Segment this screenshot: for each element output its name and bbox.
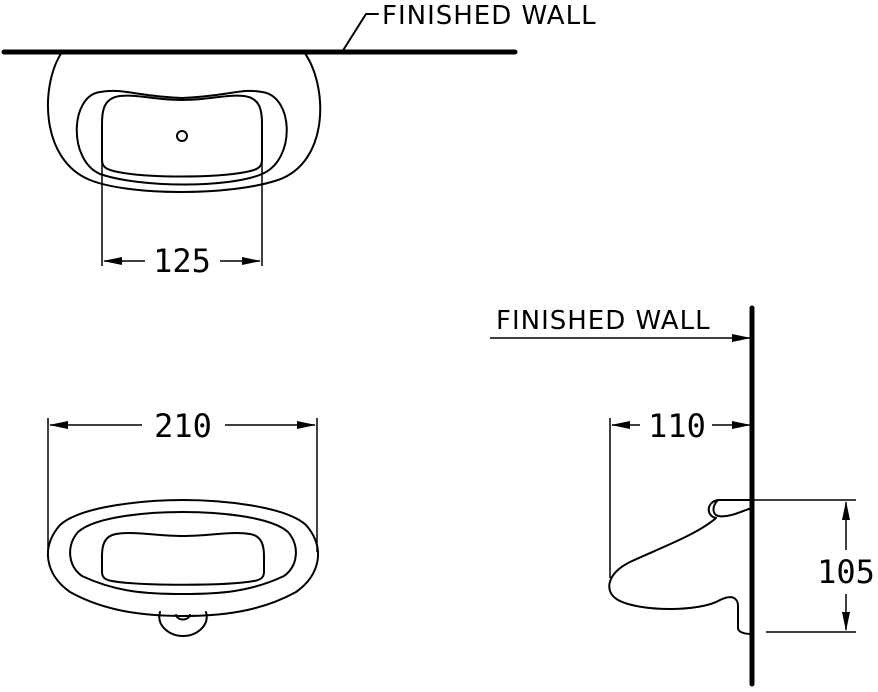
top-drain-icon [176, 130, 188, 142]
dim-105-arrow-bottom [842, 612, 850, 631]
dim-210-label: 210 [154, 407, 212, 445]
dim-210-arrow-right [297, 421, 316, 429]
dim-125-arrow-left [103, 257, 122, 265]
front-outer-body [46, 499, 320, 617]
dim-125-label: 125 [153, 242, 211, 280]
front-basin [101, 532, 265, 586]
side-wall-leader-arrow [732, 334, 751, 342]
dim-105-label: 105 [817, 553, 875, 591]
dim-105-arrow-top [842, 501, 850, 520]
top-wall-leader [341, 13, 379, 53]
top-view: FINISHED WALL 125 [1, 1, 597, 280]
dim-110-arrow-left [611, 421, 630, 429]
top-wall-label: FINISHED WALL [382, 1, 597, 31]
dim-110-label: 110 [648, 407, 706, 445]
side-wall-label: FINISHED WALL [496, 306, 711, 336]
front-trap [158, 611, 208, 637]
side-view: FINISHED WALL 110 105 [490, 305, 875, 687]
front-inner-rim [69, 511, 297, 595]
side-profile-rim [712, 499, 753, 518]
front-view: 210 [46, 407, 320, 637]
front-trap-inner [175, 614, 191, 621]
dim-110-arrow-right [732, 421, 751, 429]
side-profile-body [608, 499, 753, 635]
top-basin [101, 94, 263, 178]
top-outer-rim [46, 51, 322, 193]
dim-125-arrow-right [242, 257, 261, 265]
top-inner-rim [75, 89, 288, 186]
dim-210-arrow-left [49, 421, 68, 429]
